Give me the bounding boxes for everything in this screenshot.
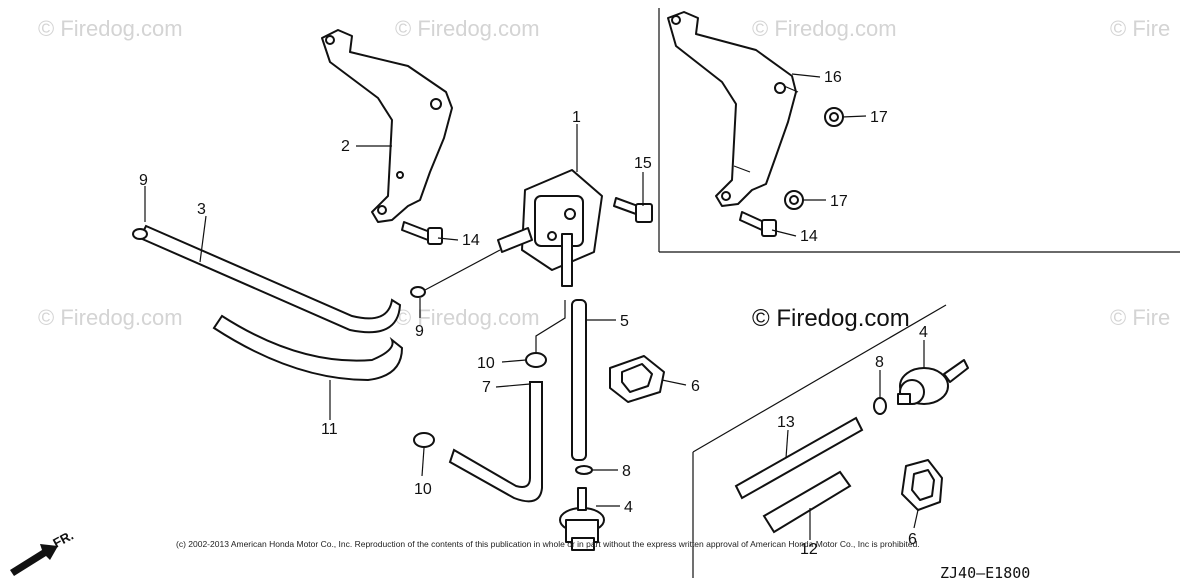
callout-label: 14	[800, 228, 818, 245]
leader-lines	[144, 73, 925, 540]
fuel-filter-part-4[interactable]	[559, 487, 605, 551]
hose-clip-part-10-b[interactable]	[413, 432, 435, 448]
fuel-pump-part-1[interactable]	[497, 169, 603, 287]
hose-clip-part-8-b[interactable]	[873, 397, 887, 415]
callout-label: 11	[321, 421, 338, 438]
callout-label: 10	[477, 355, 495, 372]
watermark: © Firedog.com	[752, 16, 897, 41]
copyright-notice: (c) 2002-2013 American Honda Motor Co., …	[176, 539, 920, 549]
watermark: © Firedog.com	[38, 16, 183, 41]
fuel-hose-part-7[interactable]	[448, 381, 543, 503]
callout-label: 5	[620, 313, 629, 330]
callout-label: 4	[624, 499, 633, 516]
fuel-filter-part-4-b[interactable]	[897, 359, 969, 405]
watermark: © Fire	[1110, 16, 1170, 41]
grommet-part-6-b[interactable]	[901, 459, 943, 511]
callout-label: 9	[415, 323, 424, 340]
bolt-part-15[interactable]	[613, 197, 653, 223]
firedog-brand-mark: © Firedog.com	[752, 305, 910, 332]
callout-label: 8	[622, 463, 631, 480]
watermark: © Fire	[1110, 305, 1170, 330]
fuel-hose-part-11[interactable]	[212, 314, 404, 382]
hose-clip-part-8[interactable]	[575, 465, 593, 475]
callout-label: 10	[414, 481, 432, 498]
bolt-part-14[interactable]	[401, 221, 443, 245]
callout-label: 3	[197, 201, 206, 218]
callout-label: 15	[634, 155, 652, 172]
fuel-tube-part-5[interactable]	[571, 299, 587, 461]
bolt-part-14-inset[interactable]	[739, 211, 777, 237]
nut-part-17[interactable]	[824, 107, 844, 127]
bracket-part-2[interactable]	[321, 29, 453, 223]
callout-label: 12	[800, 541, 818, 558]
hose-clip-part-9-b[interactable]	[410, 286, 426, 298]
nut-part-17-lower[interactable]	[784, 190, 804, 210]
diagram-code: ZJ40—E1800	[940, 564, 1030, 582]
hose-clip-part-9[interactable]	[132, 228, 148, 240]
bracket-part-16[interactable]	[667, 11, 799, 207]
inset-frame-top-right	[658, 8, 1180, 253]
front-direction-arrow-icon: FR.	[10, 528, 76, 576]
watermark: © Firedog.com	[38, 305, 183, 330]
callout-label: 13	[777, 414, 795, 431]
callout-label: 9	[139, 172, 148, 189]
callout-label: 2	[341, 138, 350, 155]
hose-clip-part-10[interactable]	[525, 352, 547, 368]
fuel-hose-part-3[interactable]	[138, 224, 402, 334]
callout-label: 16	[824, 69, 842, 86]
callout-label: 7	[482, 379, 491, 396]
callout-label: 17	[870, 109, 888, 126]
fuel-tube-part-13[interactable]	[734, 416, 864, 500]
watermark: © Firedog.com	[395, 305, 540, 330]
callout-label: 14	[462, 232, 480, 249]
callout-label: 8	[875, 354, 884, 371]
inset-frame-bottom-right	[692, 304, 947, 578]
callout-label: 6	[908, 531, 917, 548]
watermark: © Firedog.com	[395, 16, 540, 41]
callout-label: 17	[830, 193, 848, 210]
callout-label: 6	[691, 378, 700, 395]
callout-label: 4	[919, 324, 928, 341]
callout-label: 1	[572, 109, 581, 126]
grommet-part-6[interactable]	[609, 355, 665, 403]
fuel-tube-part-12[interactable]	[762, 470, 852, 534]
